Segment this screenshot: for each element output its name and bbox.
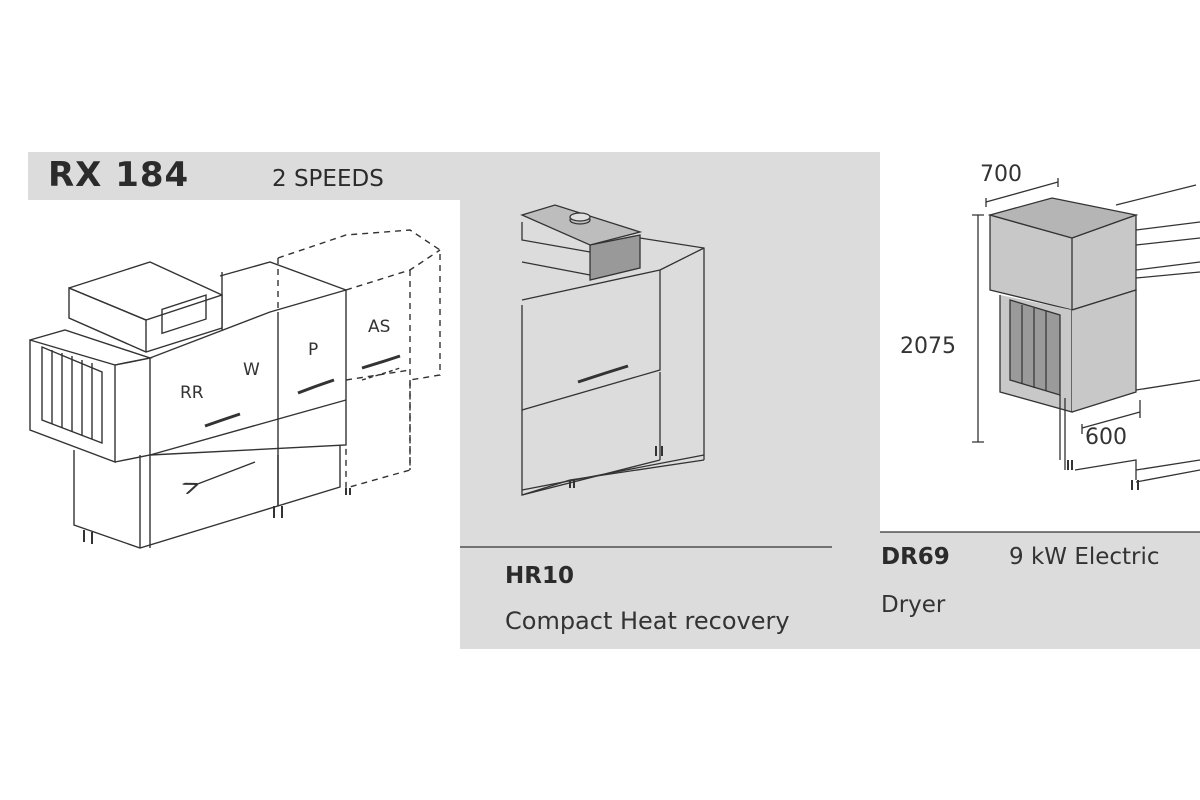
dryer-height-label: 2075 bbox=[900, 334, 956, 359]
zone-label-rr: RR bbox=[180, 383, 204, 403]
dr69-drawing bbox=[972, 178, 1200, 490]
hr10-description: Compact Heat recovery bbox=[505, 607, 790, 635]
zone-label-as: AS bbox=[368, 317, 390, 337]
rx-header-band bbox=[28, 152, 460, 200]
dryer-depth-label: 600 bbox=[1085, 425, 1127, 450]
model-title: RX 184 bbox=[48, 155, 190, 195]
dr69-type: Dryer bbox=[881, 592, 946, 618]
hr10-code: HR10 bbox=[505, 563, 574, 589]
model-speeds: 2 SPEEDS bbox=[272, 166, 384, 192]
dr69-power: 9 kW Electric bbox=[1009, 544, 1160, 570]
dryer-width-label: 700 bbox=[980, 162, 1022, 187]
dr69-code: DR69 bbox=[881, 544, 950, 570]
hr10-drawing bbox=[520, 204, 705, 496]
zone-label-p: P bbox=[308, 340, 318, 360]
zone-label-w: W bbox=[243, 360, 260, 380]
rx184-machine-drawing bbox=[29, 229, 441, 549]
